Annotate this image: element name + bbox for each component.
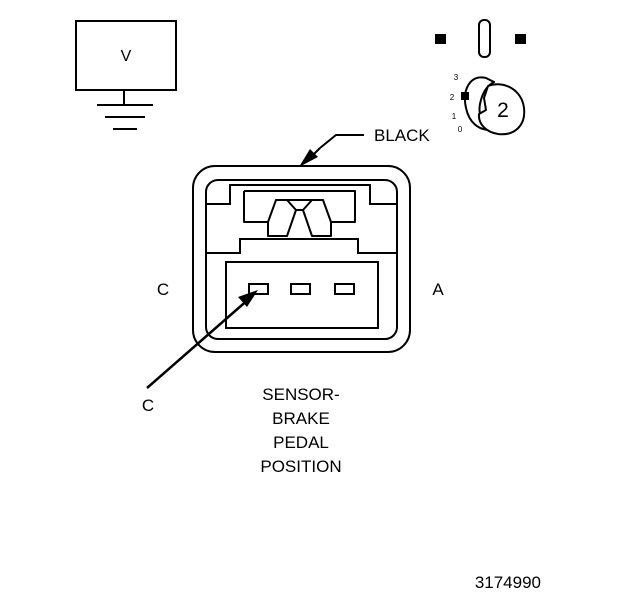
cavity-label-right: A (432, 280, 444, 299)
voltmeter: V (75, 20, 177, 130)
component-name-line-2: BRAKE (272, 409, 330, 428)
component-name: SENSOR- BRAKE PEDAL POSITION (260, 385, 341, 476)
component-name-line-3: PEDAL (273, 433, 329, 452)
callout-arrow-icon (299, 149, 318, 167)
voltmeter-symbol: V (121, 48, 132, 65)
switch-position-2: 2 (450, 93, 455, 102)
ground-icon (97, 90, 153, 130)
connector-shoulder (206, 238, 397, 254)
voltmeter-box (75, 20, 177, 91)
connector-face: C A (157, 165, 444, 353)
switch-position-3: 3 (454, 73, 459, 82)
wire-color-label: BLACK (374, 126, 430, 145)
component-name-line-4: POSITION (260, 457, 341, 476)
component-name-line-1: SENSOR- (262, 385, 339, 404)
connector-outer-shell (192, 165, 411, 353)
terminal-cavity-a (334, 283, 355, 295)
probe-pin-label: C (142, 396, 154, 415)
ignition-switch: 3 2 1 0 2 (435, 19, 526, 136)
figure-number: 3174990 (475, 573, 541, 592)
probe-arrow-icon (238, 290, 258, 307)
connector-lock-channel (206, 184, 397, 205)
locking-tab-icon (243, 190, 356, 237)
wire-color-callout: BLACK (299, 126, 430, 167)
switch-position-1: 1 (452, 112, 457, 121)
switch-terminal-left-icon (435, 34, 446, 44)
terminal-cavity-b (290, 283, 311, 295)
key-cylinder-icon (464, 76, 526, 136)
switch-terminal-right-icon (515, 34, 526, 44)
cavity-label-left: C (157, 280, 169, 299)
terminal-block (225, 261, 379, 329)
key-blade-icon (478, 19, 491, 58)
probe-pointer: C (142, 290, 258, 415)
connector-inner-shell (205, 179, 398, 340)
switch-selected-position: 2 (497, 99, 509, 122)
switch-position-marks: 3 2 1 0 (450, 73, 463, 134)
terminal-cavity-c (248, 283, 269, 295)
switch-position-0: 0 (458, 125, 463, 134)
